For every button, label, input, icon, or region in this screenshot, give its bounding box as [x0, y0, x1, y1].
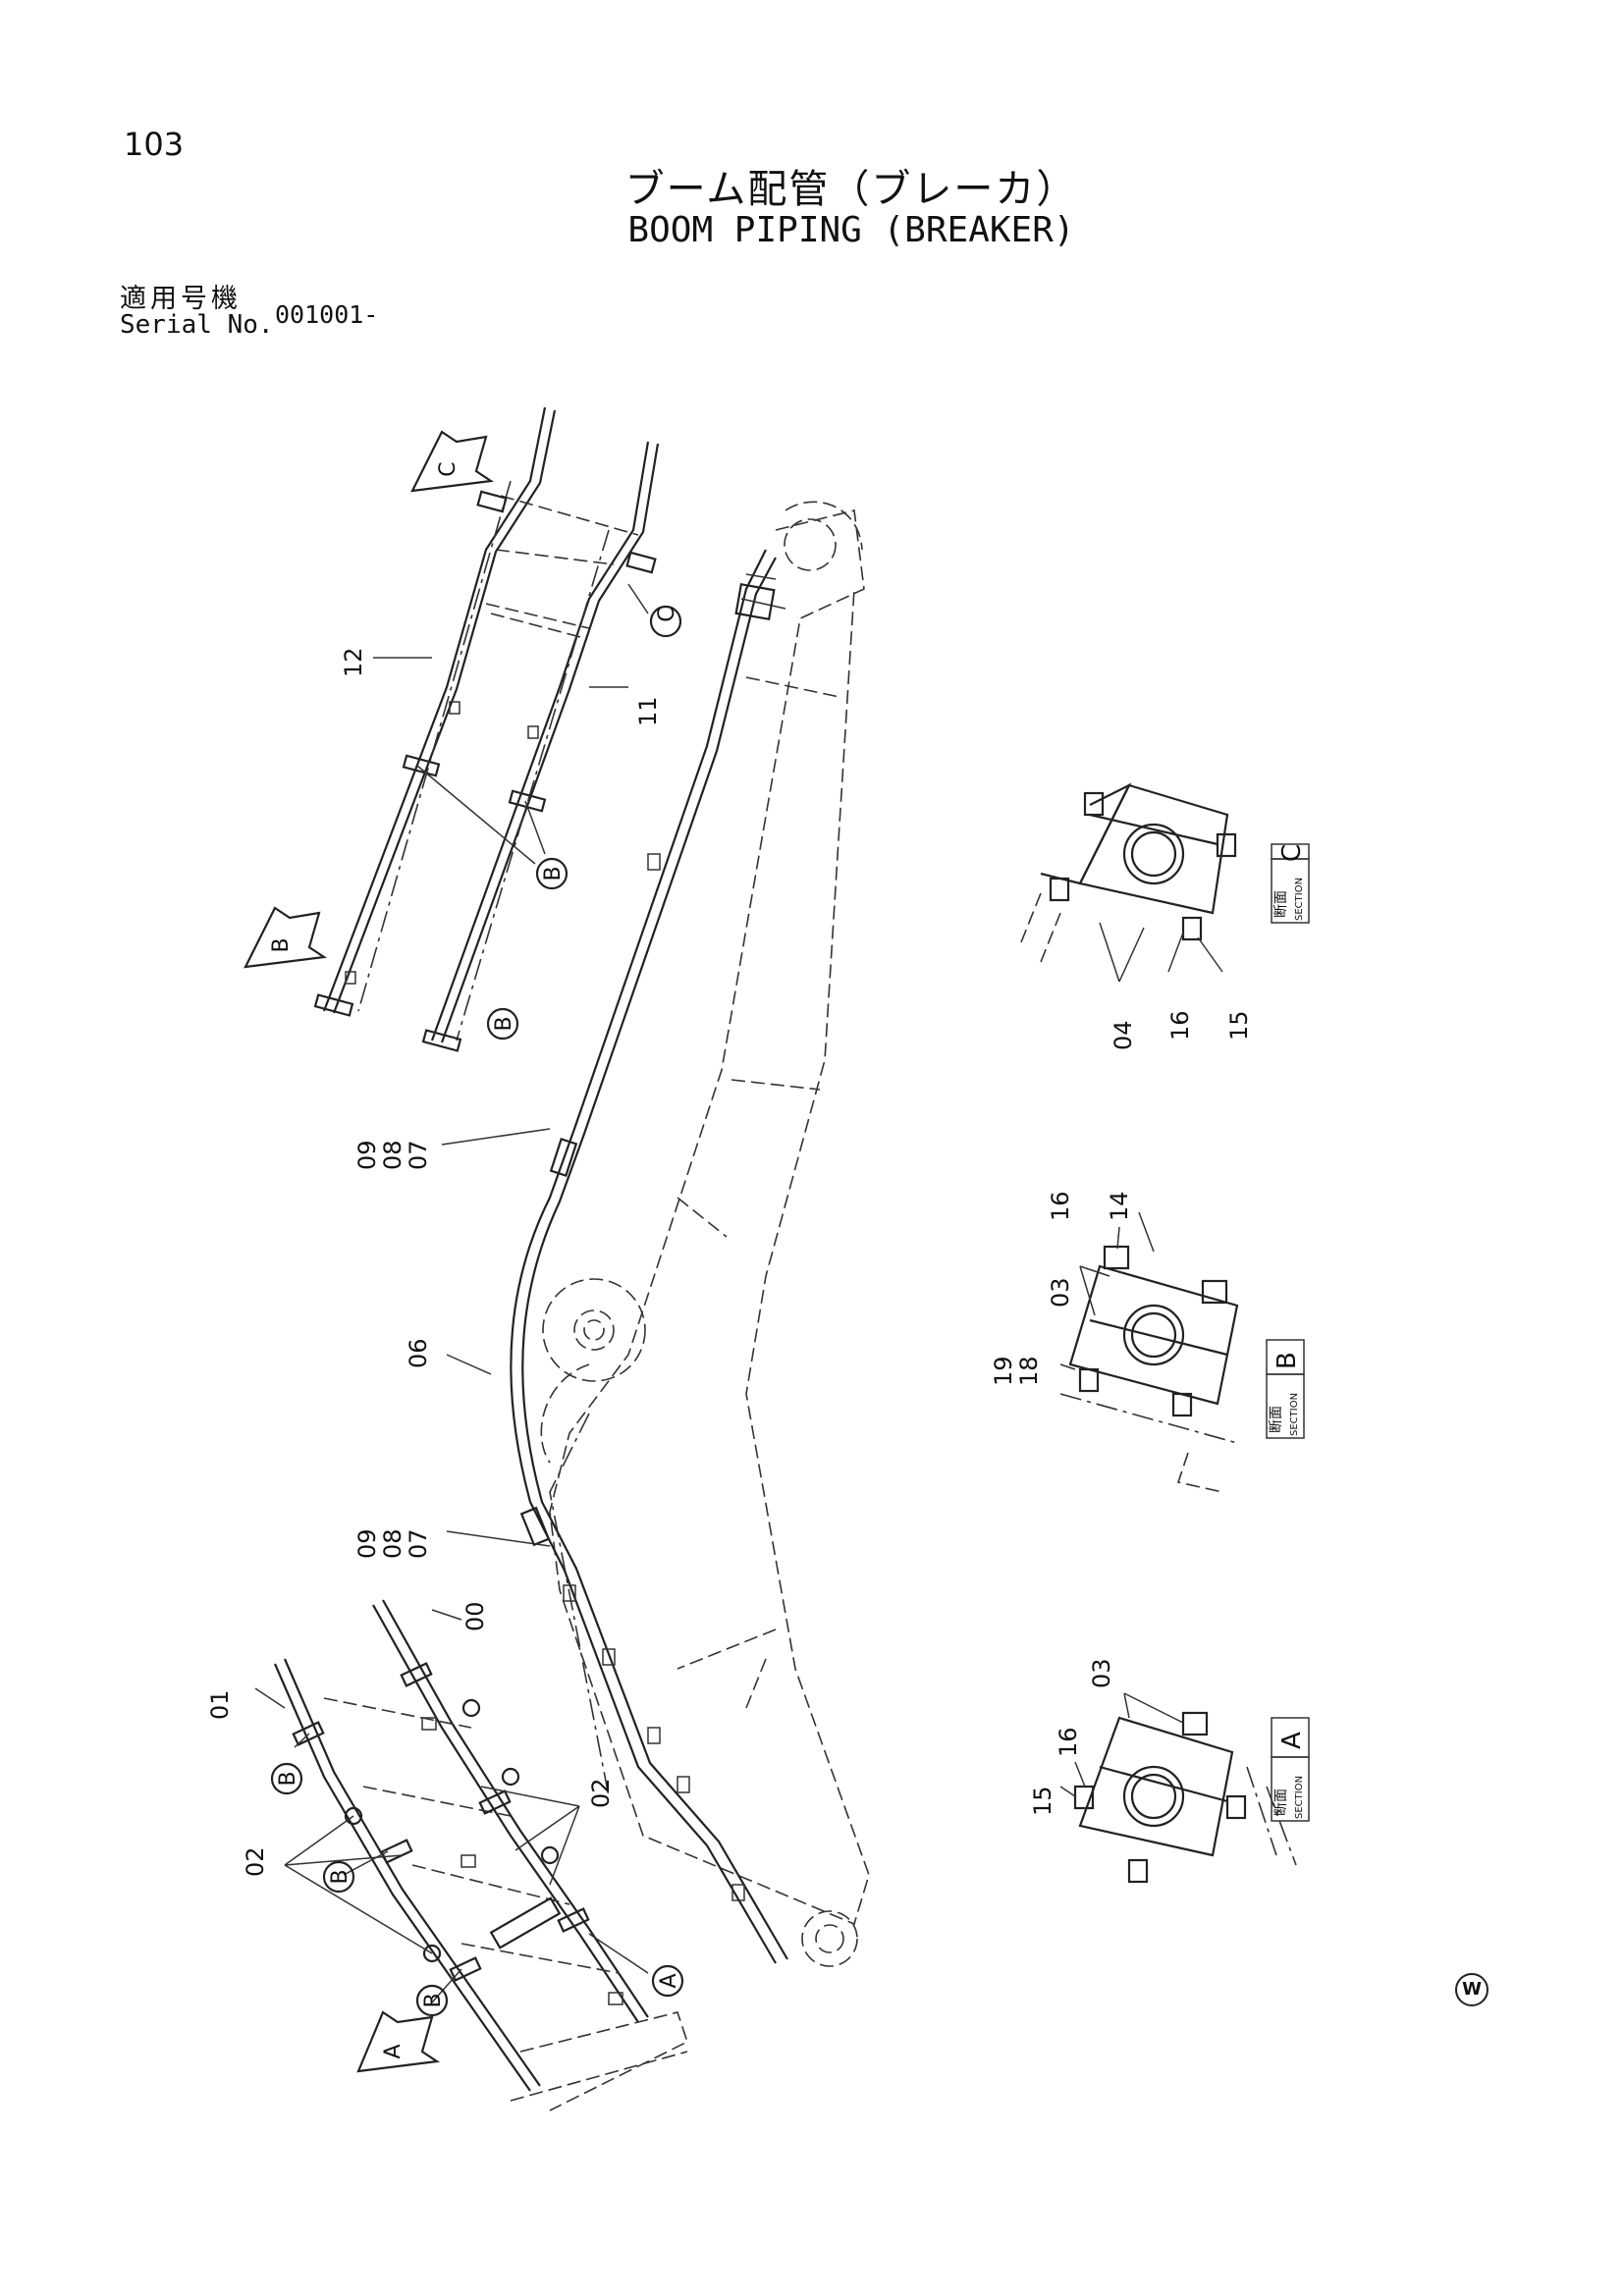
view-arrows: C B A	[244, 430, 495, 2073]
part-18-secB: 18	[1015, 1356, 1043, 1386]
part-02-left: 02	[242, 1846, 269, 1877]
svg-text:B: B	[541, 866, 566, 881]
view-arrow-a: A	[356, 2010, 441, 2073]
part-19-secB: 19	[990, 1356, 1017, 1386]
svg-text:B: B	[421, 1993, 446, 2007]
callout-b-low: B	[486, 1007, 519, 1041]
callout-b-mid: B	[535, 857, 568, 890]
section-c-clamp: 04 16 15	[1020, 782, 1253, 1050]
callout-c-top: C	[649, 605, 682, 638]
part-01: 01	[206, 1689, 234, 1720]
part-16-secA: 16	[1055, 1727, 1082, 1757]
section-a-clamp: 03 15 16	[1029, 1658, 1297, 1884]
callouts: C B B B B B A	[270, 605, 684, 2017]
part-06: 06	[405, 1338, 432, 1368]
callout-b2: B	[322, 1860, 355, 1894]
section-letter-c: C	[1277, 844, 1307, 862]
part-08-top: 08	[379, 1140, 406, 1170]
svg-text:A: A	[381, 2044, 406, 2058]
section-label-c: 断面 SECTION C	[1271, 843, 1310, 924]
part-12: 12	[340, 647, 367, 677]
corner-w-mark: W	[1455, 1973, 1489, 2006]
section-b-clamp: 16 14 03 19 18	[990, 1191, 1239, 1493]
part-labels: 12 11 09 08 07 06 09 08 07 00 01 02 02	[206, 647, 662, 1877]
section-letter-b: B	[1272, 1352, 1302, 1369]
main-boom-pipe	[510, 549, 788, 1964]
callout-b1: B	[270, 1762, 303, 1795]
boom-outline	[540, 501, 870, 1967]
part-02-right: 02	[587, 1778, 615, 1808]
part-04-secC: 04	[1110, 1020, 1137, 1050]
svg-text:SECTION: SECTION	[1294, 1776, 1305, 1819]
svg-text:B: B	[276, 1771, 300, 1786]
lower-pipes	[273, 1599, 688, 2111]
part-03-secA: 03	[1088, 1658, 1115, 1688]
part-07-bot: 07	[405, 1528, 432, 1559]
svg-text:C: C	[436, 461, 460, 476]
part-03-secB: 03	[1047, 1277, 1074, 1308]
section-letter-a: A	[1277, 1732, 1307, 1749]
part-00: 00	[461, 1601, 489, 1631]
title-japanese: ブーム配管（ブレーカ）	[624, 167, 1078, 212]
callout-b3: B	[415, 1984, 449, 2017]
leader-lines	[254, 583, 649, 2003]
part-09-top: 09	[353, 1140, 381, 1170]
part-09-bot: 09	[353, 1528, 381, 1559]
serial-label-japanese: 適用号機	[120, 284, 242, 314]
part-16-secC: 16	[1166, 1010, 1194, 1041]
svg-text:B: B	[328, 1869, 352, 1884]
svg-text:断面: 断面	[1273, 890, 1289, 918]
svg-text:C: C	[655, 607, 679, 621]
view-arrow-b: B	[244, 906, 328, 969]
svg-text:断面: 断面	[1273, 1789, 1289, 1816]
part-15-secA: 15	[1029, 1786, 1056, 1816]
section-label-a: 断面 SECTION A	[1271, 1717, 1310, 1822]
part-14-secB: 14	[1106, 1191, 1133, 1221]
svg-text:SECTION: SECTION	[1294, 878, 1305, 921]
svg-text:B: B	[269, 937, 294, 952]
svg-text:A: A	[657, 1973, 681, 1988]
title-english: BOOM PIPING (BREAKER)	[627, 210, 1075, 250]
callout-a1: A	[651, 1964, 684, 1998]
svg-text:B: B	[492, 1016, 516, 1031]
section-label-b: 断面 SECTION B	[1266, 1339, 1305, 1439]
svg-text:SECTION: SECTION	[1289, 1393, 1300, 1436]
page-number: 103	[124, 126, 185, 163]
upper-pipes	[313, 406, 660, 1052]
view-arrow-c: C	[410, 430, 495, 493]
serial-value: 001001-	[275, 300, 379, 329]
part-07-top: 07	[405, 1140, 432, 1170]
serial-label-english: Serial No.	[120, 310, 274, 340]
part-11: 11	[634, 696, 662, 726]
svg-text:断面: 断面	[1269, 1406, 1284, 1433]
part-15-secC: 15	[1225, 1010, 1253, 1041]
part-16-secB: 16	[1047, 1191, 1074, 1221]
part-08-bot: 08	[379, 1528, 406, 1559]
